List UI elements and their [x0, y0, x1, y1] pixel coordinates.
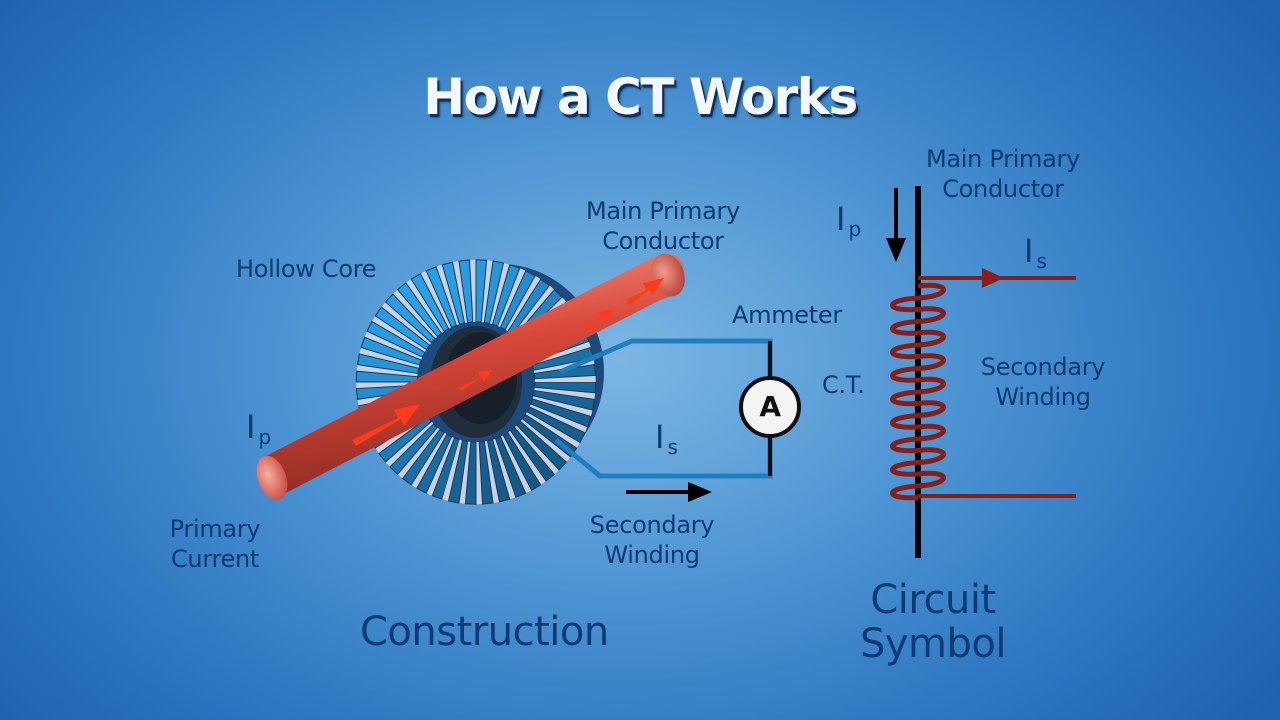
core-gap	[442, 439, 463, 501]
core-gap	[356, 364, 418, 377]
core-gap	[405, 279, 445, 334]
construction-caption: Construction	[360, 609, 609, 655]
coil-turns	[890, 282, 946, 501]
ammeter-icon	[739, 341, 801, 476]
symbol-ip-arrow	[886, 188, 906, 262]
core-tooth	[410, 273, 450, 333]
core-tooth	[499, 270, 536, 331]
current-arrow-icon	[626, 278, 664, 305]
core-tooth	[384, 293, 436, 344]
core-tooth	[401, 428, 445, 486]
core-gap	[532, 395, 593, 417]
core-gap	[452, 261, 468, 324]
core-gap	[420, 270, 452, 329]
core-tooth	[509, 426, 556, 482]
current-arrow-icon	[584, 309, 614, 330]
core-tooth	[425, 266, 457, 328]
core-gap	[476, 442, 483, 505]
primary-current-arrows	[352, 278, 664, 446]
primary-current-label: Primary Current	[169, 515, 261, 573]
core-tooth	[464, 441, 477, 505]
main-primary-conductor-label: Main Primary Conductor	[585, 197, 741, 255]
core-tooth	[526, 406, 586, 444]
core-gap	[481, 260, 494, 323]
core-tooth	[502, 431, 542, 491]
circuit-symbol-caption: Circuit Symbol	[859, 577, 1007, 667]
core-gap	[484, 440, 500, 503]
core-gap	[489, 263, 510, 325]
secondary-winding-label: Secondary Winding	[589, 511, 715, 569]
core-gap	[492, 438, 516, 500]
symbol-secondary-coil	[890, 282, 946, 501]
core-gap	[458, 441, 471, 504]
core-tooth	[458, 259, 474, 324]
hollow-core-label: Hollow Core	[236, 255, 377, 283]
core-gap	[534, 387, 596, 400]
core-gap	[507, 430, 547, 485]
core-gap	[529, 403, 588, 433]
core-tooth	[486, 439, 511, 503]
core-gap	[512, 285, 555, 337]
ammeter-label: Ammeter	[732, 301, 842, 329]
core-gap	[364, 331, 423, 361]
core-tooth	[374, 306, 431, 351]
ct-label: C.T.	[822, 371, 865, 399]
core-tooth	[516, 420, 568, 471]
symbol-is-arrow	[982, 268, 1004, 288]
core-gap	[436, 264, 460, 326]
page-title: How a CT Works	[423, 68, 858, 126]
core-tooth	[360, 336, 422, 366]
core-gap	[505, 275, 541, 332]
current-arrow-icon	[458, 370, 492, 391]
core-front-teeth	[442, 398, 592, 505]
core-gap	[469, 259, 476, 322]
core-tooth	[441, 261, 466, 325]
core-gap	[514, 425, 560, 475]
core-gap	[531, 341, 591, 366]
core-tooth	[530, 398, 592, 428]
core-tooth	[478, 440, 494, 505]
core-tooth	[396, 282, 443, 338]
core-gap	[397, 427, 440, 479]
core-gap	[497, 268, 526, 328]
core-gap	[392, 289, 438, 339]
core-tooth	[389, 423, 439, 476]
core-gap	[520, 418, 571, 463]
core-tooth	[475, 259, 488, 323]
core-tooth	[495, 436, 527, 498]
core-tooth	[483, 260, 505, 325]
symbol-secondary-winding-label: Secondary Winding	[980, 353, 1106, 411]
core-tooth	[491, 264, 521, 327]
core-gap	[356, 382, 418, 389]
core-gap	[381, 301, 432, 346]
core-gap	[385, 421, 434, 467]
core-tooth	[366, 320, 426, 358]
core-gap	[534, 375, 596, 382]
symbol-main-primary-conductor-label: Main Primary Conductor	[925, 145, 1081, 203]
ammeter-symbol: A	[759, 390, 781, 423]
core-gap	[411, 432, 447, 489]
core-tooth	[416, 433, 453, 494]
core-tooth	[356, 353, 420, 375]
current-arrow-icon	[352, 404, 420, 446]
core-gap	[426, 436, 455, 496]
core-gap	[525, 411, 581, 449]
core-gap	[371, 315, 427, 353]
core-tooth	[532, 389, 596, 411]
core-gap	[500, 435, 532, 494]
core-gap	[359, 347, 420, 369]
secondary-current-arrow	[626, 482, 712, 502]
core-tooth	[447, 439, 469, 504]
